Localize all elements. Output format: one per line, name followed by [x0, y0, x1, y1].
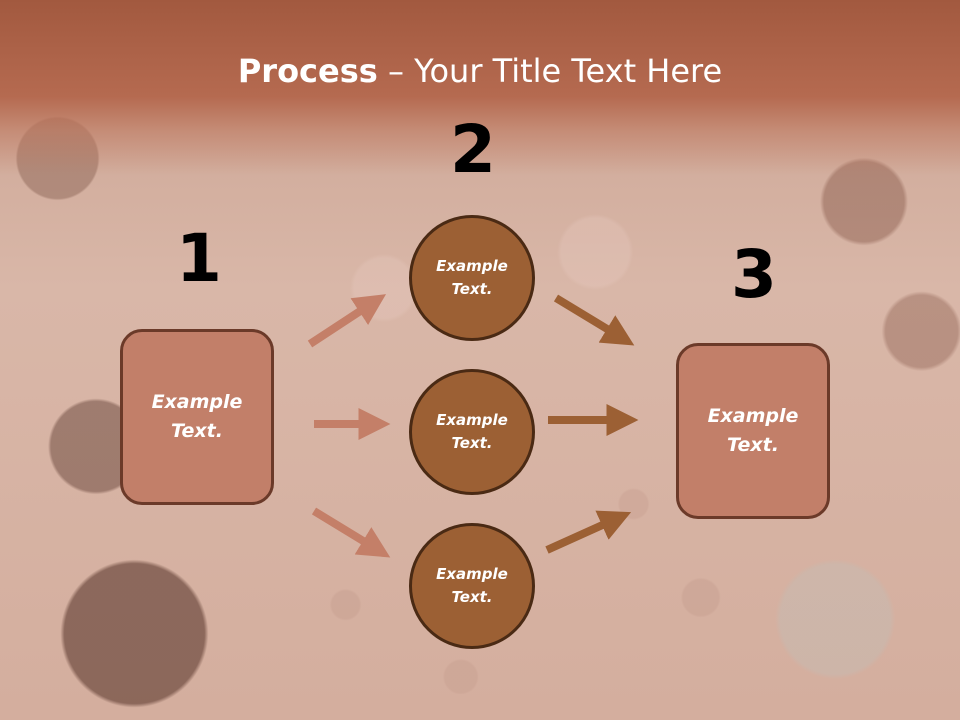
- title-banner: [0, 0, 960, 175]
- step-number-3: 3: [731, 236, 777, 313]
- arrow-right-down: [553, 294, 635, 346]
- circle-top-label: Example Text.: [436, 257, 508, 298]
- step-number-1: 1: [176, 220, 222, 297]
- title-bold: Process: [237, 52, 378, 90]
- circle-bottom[interactable]: Example Text.: [409, 523, 535, 649]
- arrow-left-down: [311, 507, 391, 558]
- circle-top[interactable]: Example Text.: [409, 215, 535, 341]
- step-box-right-label: Example Text.: [707, 405, 799, 456]
- step-box-right[interactable]: Example Text.: [676, 343, 830, 519]
- step-box-left[interactable]: Example Text.: [120, 329, 274, 505]
- slide-title[interactable]: Process – Your Title Text Here: [0, 52, 960, 90]
- arrow-left-up: [307, 294, 387, 348]
- circle-middle[interactable]: Example Text.: [409, 369, 535, 495]
- title-rest: – Your Title Text Here: [377, 52, 723, 90]
- circle-middle-label: Example Text.: [436, 411, 508, 452]
- step-box-left-label: Example Text.: [151, 391, 243, 442]
- arrow-right-up: [545, 510, 632, 554]
- step-number-2: 2: [450, 111, 496, 188]
- circle-bottom-label: Example Text.: [436, 565, 508, 606]
